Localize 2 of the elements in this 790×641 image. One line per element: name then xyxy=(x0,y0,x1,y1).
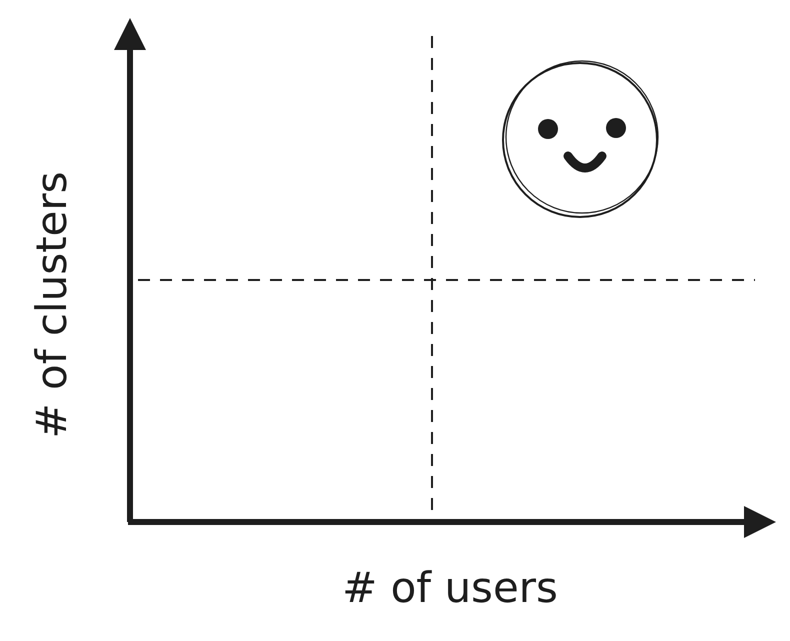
axis-label: # of users xyxy=(342,567,558,609)
axis-label: # of clusters xyxy=(31,171,73,439)
